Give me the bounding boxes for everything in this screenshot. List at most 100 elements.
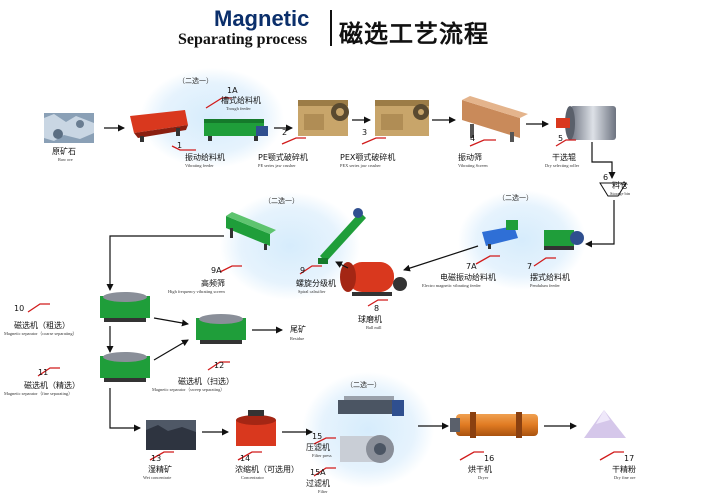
- pe-jaw-crusher-machine: [298, 100, 349, 136]
- marker-s9a: [219, 265, 242, 273]
- step-5-number: 5: [558, 134, 564, 143]
- marker-s7a: [475, 255, 500, 265]
- magnetic-separator-coarse: [100, 292, 150, 322]
- residue-label-en: Residue: [290, 336, 305, 341]
- step-9a-number: 9A: [211, 266, 222, 275]
- step-8-label: 球磨机: [358, 315, 382, 324]
- marker-s5: [555, 139, 576, 147]
- wet-concentrate-image: [146, 420, 196, 450]
- step-15a-label-en: Filter: [318, 489, 328, 494]
- step-10-label-en: Magnetic separator（coarse separating）: [4, 331, 77, 336]
- marker-s17: [599, 451, 624, 461]
- step-16-number: 16: [484, 454, 495, 463]
- step-10-number: 10: [14, 304, 25, 313]
- step-6-number: 6: [603, 173, 609, 182]
- title-english-line2: Separating process: [178, 31, 308, 48]
- step-9-label-en: Spiral calssifier: [298, 289, 326, 294]
- ball-mill-machine: [340, 262, 407, 296]
- dry-fine-ore-pile: [584, 410, 626, 438]
- step-7-label-en: Pendulum feeder: [530, 283, 560, 288]
- step-4-label-en: Vibrating Screen: [458, 163, 488, 168]
- title-chinese: 磁选工艺流程: [339, 20, 489, 48]
- step-16-label-en: Dryer: [478, 475, 489, 480]
- marker-s7: [533, 257, 556, 267]
- marker-s2: [281, 137, 306, 145]
- step-14-number: 14: [240, 454, 251, 463]
- step-8-number: 8: [374, 304, 380, 313]
- step-3-label-en: PEX series jaw crusher: [340, 163, 381, 168]
- arrow-fine-to-sweep: [153, 339, 189, 361]
- step-3-label: PEX颚式破碎机: [340, 153, 396, 162]
- option-label-pendulum: （二选一）: [498, 194, 533, 202]
- marker-s13: [149, 451, 174, 461]
- step-5-label: 干选辊: [552, 153, 576, 162]
- marker-s15: [313, 437, 336, 445]
- step-6-label: 料仓: [612, 181, 628, 190]
- step-1-number: 1: [177, 141, 183, 150]
- step-12-label-en: Magnetic separator（sweep separating）: [152, 387, 225, 392]
- step-12-number: 12: [214, 361, 225, 370]
- trough-feeder-machine: [204, 119, 268, 141]
- arrow-fine-to-wetconc: [109, 388, 141, 432]
- step-2-label: PE颚式破碎机: [258, 153, 308, 162]
- option-label-filter: （二选一）: [346, 381, 381, 389]
- marker-s9: [299, 265, 322, 275]
- storage-bin-shape: [599, 182, 627, 197]
- step-11-label-en: Magnetic separator（fine separating）: [4, 391, 73, 396]
- marker-s1: [171, 145, 196, 151]
- step-17-number: 17: [624, 454, 635, 463]
- marker-s4: [469, 139, 496, 147]
- step-1-label-en: Vibrating feeder: [185, 163, 214, 168]
- step-16-label: 烘干机: [468, 465, 492, 474]
- arrow-mill-to-classifier: [335, 261, 349, 269]
- step-9a-label: 高频筛: [201, 279, 225, 288]
- step-17-label: 干精粉: [612, 465, 636, 474]
- filter-machine: [340, 435, 394, 463]
- step-11-number: 11: [38, 368, 49, 377]
- marker-s10: [27, 303, 50, 313]
- step-11-label: 磁选机（精选）: [24, 381, 80, 390]
- arrow-feeder7-to-mill: [403, 245, 479, 272]
- step-1-label: 振动给料机: [185, 153, 225, 162]
- step-13-label: 湿精矿: [148, 465, 172, 474]
- step-15a-label: 过滤机: [306, 479, 330, 488]
- step-9-label: 螺旋分级机: [296, 279, 336, 288]
- step-15-label: 压滤机: [306, 443, 330, 452]
- raw-ore-image: [44, 113, 94, 143]
- step-1a-label-en: Trough feeder: [226, 106, 251, 111]
- marker-s15a: [313, 467, 336, 477]
- step-13-label-en: Wet concentrate: [143, 475, 172, 480]
- dryer-machine: [450, 412, 538, 438]
- arrow-bin-to-feeder7: [585, 200, 615, 248]
- arrow-classifier-to-separator: [106, 235, 224, 291]
- magnetic-separator-fine: [100, 352, 150, 382]
- step-2-label-en: PE series jaw crusher: [258, 163, 296, 168]
- step-7-number: 7: [527, 262, 533, 271]
- marker-s14: [237, 451, 262, 461]
- marker-s12: [207, 361, 230, 371]
- pendulum-feeder-machine: [544, 230, 584, 250]
- marker-s11: [37, 367, 60, 377]
- marker-s8: [367, 299, 388, 307]
- raw-ore-label: 原矿石: [52, 147, 76, 156]
- dry-selecting-roller-machine: [556, 106, 616, 140]
- high-frequency-screen-machine: [226, 212, 276, 250]
- step-5-label-en: Dry selecting roller: [545, 163, 580, 168]
- option-label-classifier: （二选一）: [264, 197, 299, 205]
- step-1a-label: 槽式给料机: [221, 96, 261, 105]
- step-15-label-en: Filter press: [312, 453, 332, 458]
- step-4-label: 振动筛: [458, 153, 482, 162]
- step-8-label-en: Ball mill: [366, 325, 382, 330]
- step-4-number: 4: [470, 134, 476, 143]
- marker-s16: [459, 451, 484, 461]
- step-7a-label-en: Electro magnetic vibrating feeder: [422, 283, 481, 288]
- magnetic-separator-sweep: [196, 314, 246, 344]
- step-12-label: 磁选机（扫选）: [178, 377, 234, 386]
- step-14-label-en: Concentrator: [241, 475, 264, 480]
- step-6-label-en: Storage bin: [610, 191, 631, 196]
- option-halo-classifier: [220, 192, 360, 300]
- step-9a-label-en: High frequency vibrating screen: [168, 289, 225, 294]
- vibrating-screen-machine: [462, 96, 528, 142]
